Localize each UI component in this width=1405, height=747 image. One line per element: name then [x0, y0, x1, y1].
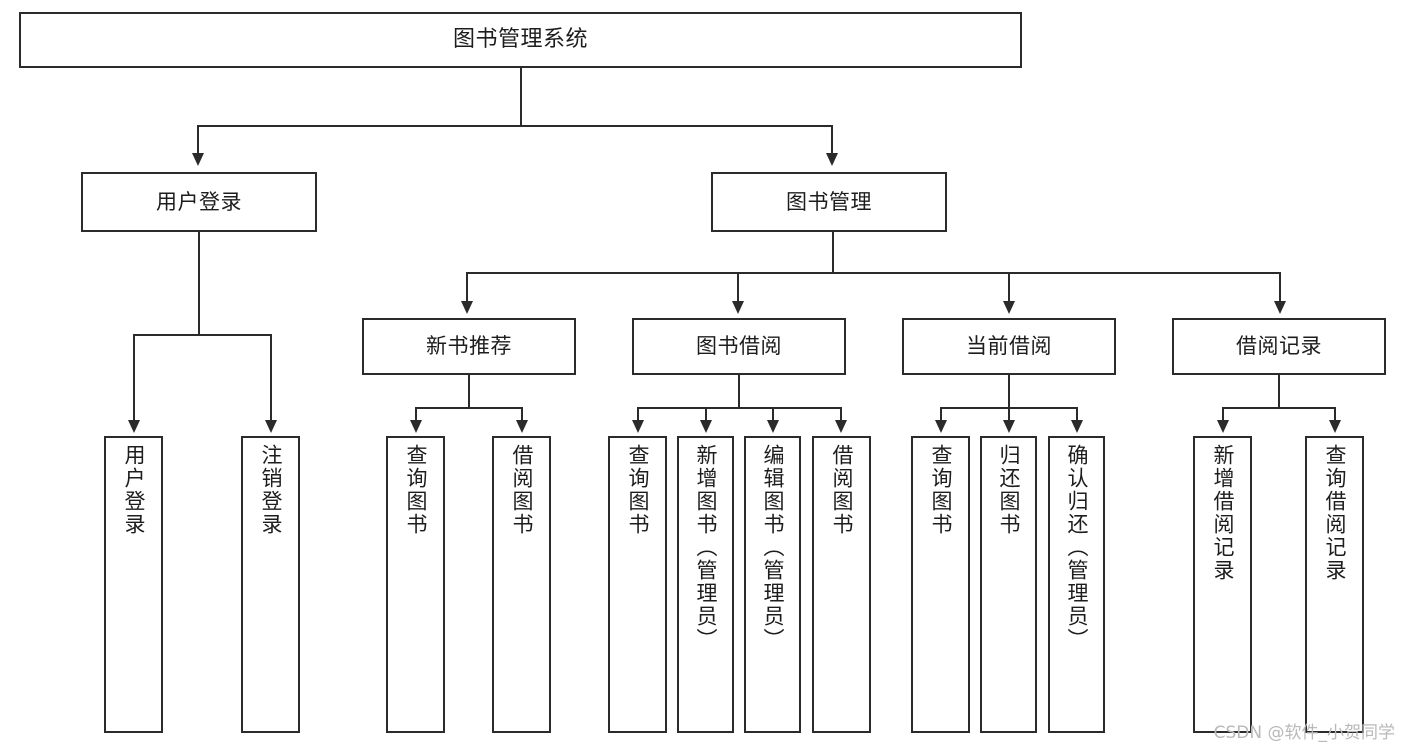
connector-to-borrow-record	[1279, 272, 1281, 303]
connector-root-stem	[520, 68, 522, 126]
leaf-user-login[interactable]: 用户登录	[104, 436, 163, 733]
node-label: 确认归还（管理员）	[1065, 444, 1089, 651]
connector-new-book-stem	[468, 375, 470, 408]
connector-user-login-bus	[133, 334, 271, 336]
leaf-query-borrow-record[interactable]: 查询借阅记录	[1305, 436, 1364, 733]
node-label: 新书推荐	[426, 334, 512, 359]
node-label: 归还图书	[997, 444, 1021, 536]
connector-new-book-bus	[415, 407, 522, 409]
arrowhead-book-borrow	[732, 301, 744, 314]
node-root-system[interactable]: 图书管理系统	[19, 12, 1022, 68]
connector-user-login-stem	[198, 232, 200, 335]
connector-level3-bus	[466, 272, 1280, 274]
leaf-return-book[interactable]: 归还图书	[980, 436, 1037, 733]
node-label: 查询图书	[626, 444, 650, 536]
node-label: 借阅记录	[1236, 334, 1322, 359]
arrowhead-leaf-confirm-return	[1071, 420, 1083, 433]
node-new-book-recommend[interactable]: 新书推荐	[362, 318, 576, 375]
node-current-borrow[interactable]: 当前借阅	[902, 318, 1116, 375]
node-label: 图书管理	[786, 189, 872, 214]
node-book-management[interactable]: 图书管理	[711, 172, 947, 232]
leaf-edit-book-admin[interactable]: 编辑图书（管理员）	[744, 436, 801, 733]
node-label: 新增图书（管理员）	[694, 444, 718, 651]
connector-book-borrow-bus	[637, 407, 841, 409]
node-borrow-record[interactable]: 借阅记录	[1172, 318, 1386, 375]
node-label: 查询图书	[404, 444, 428, 536]
leaf-borrow-book[interactable]: 借阅图书	[812, 436, 871, 733]
node-label: 查询图书	[929, 444, 953, 536]
connector-current-borrow-leaf2	[1008, 407, 1010, 422]
connector-to-current-borrow	[1008, 272, 1010, 303]
leaf-confirm-return-admin[interactable]: 确认归还（管理员）	[1048, 436, 1105, 733]
connector-borrow-record-leaf2	[1334, 407, 1336, 422]
node-label: 新增借阅记录	[1211, 444, 1235, 582]
arrowhead-leaf-logout	[265, 420, 277, 433]
node-label: 用户登录	[122, 444, 146, 536]
connector-book-borrow-leaf2	[705, 407, 707, 422]
node-label: 借阅图书	[510, 444, 534, 536]
connector-borrow-record-bus	[1222, 407, 1335, 409]
node-label: 注销登录	[259, 444, 283, 536]
connector-to-new-book	[466, 272, 468, 303]
arrowhead-leaf-query-book-3	[935, 420, 947, 433]
connector-to-book-manage	[831, 125, 833, 155]
connector-book-borrow-leaf1	[637, 407, 639, 422]
connector-current-borrow-stem	[1008, 375, 1010, 408]
connector-to-user-login	[197, 125, 199, 155]
arrowhead-leaf-add-record	[1217, 420, 1229, 433]
arrowhead-leaf-query-record	[1329, 420, 1341, 433]
arrowhead-leaf-query-book-1	[410, 420, 422, 433]
arrowhead-borrow-record	[1274, 301, 1286, 314]
leaf-add-borrow-record[interactable]: 新增借阅记录	[1193, 436, 1252, 733]
connector-current-borrow-leaf3	[1076, 407, 1078, 422]
connector-new-book-leaf2	[521, 407, 523, 422]
arrowhead-current-borrow	[1003, 301, 1015, 314]
leaf-query-book-current[interactable]: 查询图书	[911, 436, 970, 733]
arrowhead-user-login	[192, 153, 204, 166]
arrowhead-leaf-edit-book	[767, 420, 779, 433]
node-label: 图书借阅	[696, 334, 782, 359]
connector-to-book-borrow	[737, 272, 739, 303]
connector-user-login-leaf2	[270, 334, 272, 422]
node-user-login[interactable]: 用户登录	[81, 172, 317, 232]
leaf-query-book-borrow[interactable]: 查询图书	[608, 436, 667, 733]
node-label: 当前借阅	[966, 334, 1052, 359]
connector-user-login-leaf1	[133, 334, 135, 422]
connector-book-borrow-leaf4	[840, 407, 842, 422]
node-label: 查询借阅记录	[1323, 444, 1347, 582]
node-label: 编辑图书（管理员）	[761, 444, 785, 651]
leaf-query-book-recommend[interactable]: 查询图书	[386, 436, 445, 733]
arrowhead-leaf-borrow-book-1	[516, 420, 528, 433]
connector-current-borrow-leaf1	[940, 407, 942, 422]
arrowhead-leaf-borrow-book-2	[835, 420, 847, 433]
arrowhead-new-book	[461, 301, 473, 314]
leaf-logout[interactable]: 注销登录	[241, 436, 300, 733]
connector-borrow-record-leaf1	[1222, 407, 1224, 422]
connector-book-manage-stem	[832, 232, 834, 273]
node-label: 借阅图书	[830, 444, 854, 536]
node-label: 图书管理系统	[452, 27, 588, 53]
leaf-borrow-book-recommend[interactable]: 借阅图书	[492, 436, 551, 733]
arrowhead-leaf-add-book	[700, 420, 712, 433]
arrowhead-leaf-return-book	[1003, 420, 1015, 433]
connector-new-book-leaf1	[415, 407, 417, 422]
connector-book-borrow-leaf3	[772, 407, 774, 422]
connector-borrow-record-stem	[1278, 375, 1280, 408]
connector-book-borrow-stem	[738, 375, 740, 408]
node-book-borrow[interactable]: 图书借阅	[632, 318, 846, 375]
arrowhead-book-manage	[826, 153, 838, 166]
leaf-add-book-admin[interactable]: 新增图书（管理员）	[677, 436, 734, 733]
connector-level2-bus	[197, 125, 833, 127]
arrowhead-leaf-user-login	[128, 420, 140, 433]
node-label: 用户登录	[156, 189, 242, 214]
arrowhead-leaf-query-book-2	[632, 420, 644, 433]
